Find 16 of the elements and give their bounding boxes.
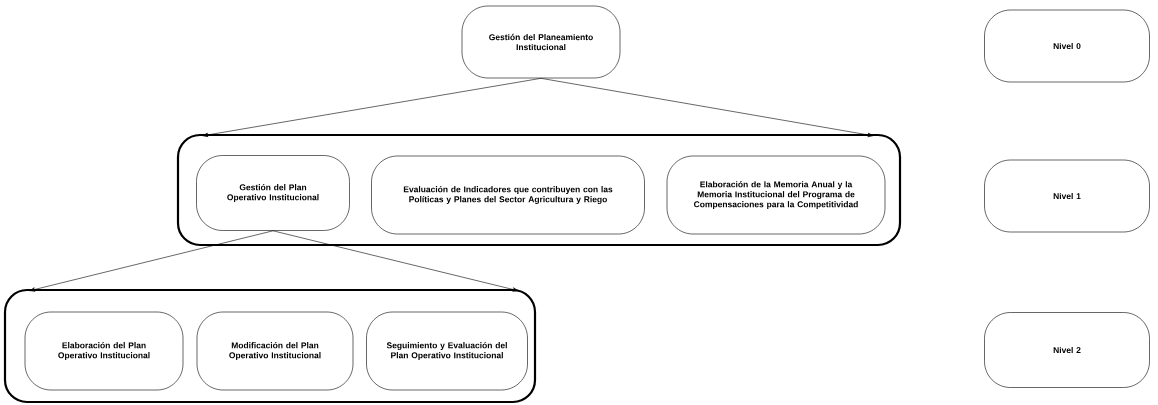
process-box: Gestión del Plan Operativo Institucional bbox=[196, 155, 350, 231]
process-box: Elaboración del Plan Operativo Institucional bbox=[24, 311, 184, 391]
process-box: Seguimiento y Evaluación del Plan Operativo Institucional bbox=[366, 311, 528, 391]
level-box: Nivel 1 bbox=[984, 159, 1150, 233]
level-box: Nivel 0 bbox=[984, 9, 1150, 83]
arrow bbox=[540, 78, 874, 137]
arrow bbox=[202, 78, 542, 137]
group-frame bbox=[176, 133, 902, 247]
group-frame bbox=[3, 288, 537, 404]
arrow bbox=[272, 230, 519, 292]
process-box: Gestión del Planeamiento Institucional bbox=[461, 5, 621, 79]
process-box: Modificación del Plan Operativo Institucional bbox=[196, 311, 354, 391]
process-box: Evaluación de Indicadores que contribuyen con las Políticas y Planes del Sector Agricultura y Riego bbox=[371, 155, 645, 235]
arrow bbox=[29, 230, 274, 292]
process-box: Elaboración de la Memoria Anual y la Memoria Institucional del Programa de Compensaciones para la Competitividad bbox=[666, 155, 886, 235]
level-box: Nivel 2 bbox=[984, 312, 1150, 388]
